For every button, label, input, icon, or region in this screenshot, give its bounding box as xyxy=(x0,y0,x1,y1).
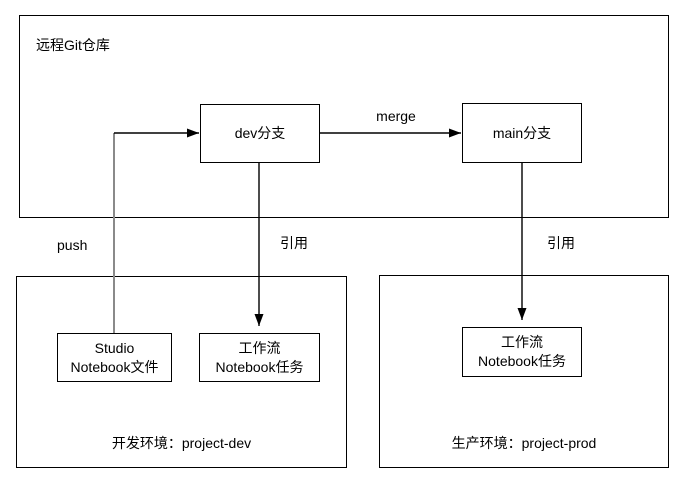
workflow-notebook-task-prod-node: 工作流 Notebook任务 xyxy=(462,327,582,377)
ref-dev-edge-label: 引用 xyxy=(278,235,310,252)
remote-git-repo-label: 远程Git仓库 xyxy=(36,37,110,53)
dev-environment-container: 开发环境：project-dev xyxy=(16,276,347,468)
studio-notebook-file-node: Studio Notebook文件 xyxy=(57,333,172,382)
ref-prod-edge-label: 引用 xyxy=(545,235,577,252)
dev-branch-node: dev分支 xyxy=(200,104,320,163)
main-branch-node: main分支 xyxy=(462,103,582,163)
workflow-notebook-task-dev-node: 工作流 Notebook任务 xyxy=(199,333,320,382)
push-edge-label: push xyxy=(55,237,90,254)
workflow-notebook-task-dev-label: 工作流 Notebook任务 xyxy=(215,339,304,375)
studio-notebook-file-label: Studio Notebook文件 xyxy=(70,339,159,375)
main-branch-label: main分支 xyxy=(492,124,552,141)
dev-environment-label: 开发环境：project-dev xyxy=(111,435,252,451)
remote-git-repo-container: 远程Git仓库 xyxy=(19,15,669,218)
dev-branch-label: dev分支 xyxy=(234,125,286,142)
workflow-notebook-task-prod-label: 工作流 Notebook任务 xyxy=(478,334,566,369)
prod-environment-label: 生产环境：project-prod xyxy=(451,435,597,451)
prod-environment-container: 生产环境：project-prod xyxy=(379,275,669,468)
merge-edge-label: merge xyxy=(374,108,418,125)
